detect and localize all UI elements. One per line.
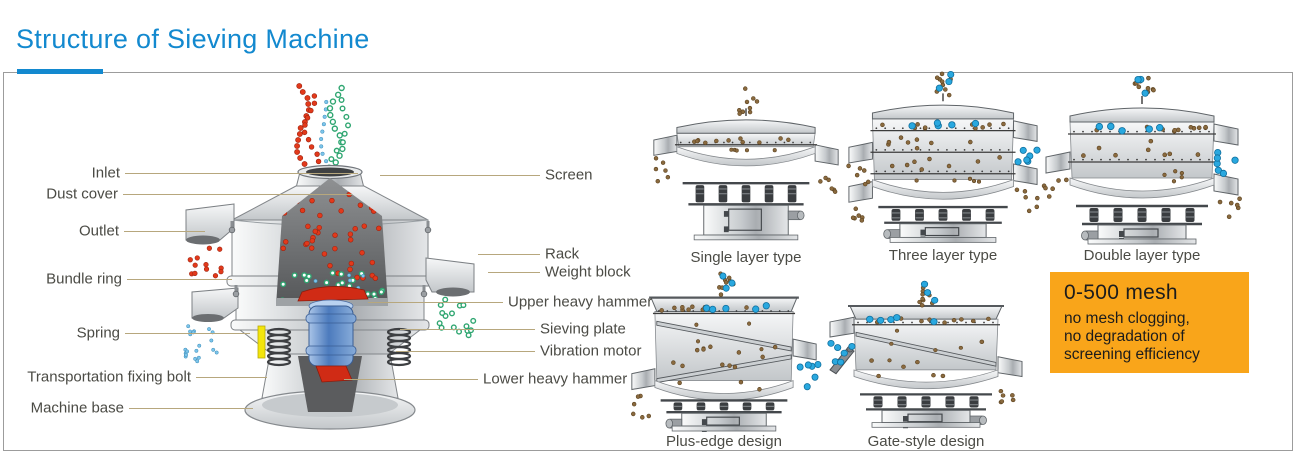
label-screen: Screen [545, 166, 593, 184]
label-dust-cover: Dust cover [46, 185, 118, 203]
caption-gate-style: Gate-style design [867, 433, 985, 450]
leader-vibration-motor [396, 351, 535, 352]
label-transportation-fixing-bolt: Transportation fixing bolt [27, 368, 191, 386]
caption-plus-edge: Plus-edge design [666, 433, 782, 450]
spring-right [386, 327, 412, 367]
leader-weight-block [488, 272, 540, 273]
leader-spring [125, 333, 250, 334]
label-vibration-motor: Vibration motor [540, 342, 642, 360]
gate-style-figure [827, 280, 1023, 429]
caption-three-layer: Three layer type [888, 247, 998, 264]
green-particles-falling [436, 296, 477, 339]
caption-double-layer: Double layer type [1083, 247, 1201, 264]
leader-bundle-ring [127, 279, 232, 280]
label-machine-base: Machine base [30, 399, 124, 417]
leader-rack [478, 254, 540, 255]
outlet-spout-left [185, 203, 235, 245]
spout-right [425, 257, 475, 297]
label-sieving-plate: Sieving plate [540, 320, 626, 338]
page-title: Structure of Sieving Machine [16, 24, 370, 54]
leader-machine-base [129, 408, 253, 409]
upper-heavy-hammer [297, 286, 369, 302]
label-upper-heavy-hammer: Upper heavy hammer [508, 293, 653, 311]
variant-double-layer: Double layer type [1041, 75, 1242, 264]
blue-particles-falling [183, 324, 219, 364]
lower-heavy-hammer [315, 365, 353, 383]
red-particles-falling [187, 245, 224, 279]
leader-screen [380, 175, 540, 176]
variant-plus-edge: Plus-edge design [628, 266, 822, 450]
single-layer-figure [653, 86, 839, 241]
plus-edge-figure [631, 271, 822, 432]
spring-left [266, 327, 292, 367]
variant-single-layer: Single layer type [650, 80, 842, 266]
label-spring: Spring [76, 324, 120, 342]
mesh-info-box: 0-500 mesh no mesh clogging, no degradat… [1050, 272, 1249, 373]
vibration-motor [305, 299, 357, 367]
mesh-range-headline: 0-500 mesh [1064, 281, 1178, 304]
info-line-2: no degradation of [1064, 328, 1185, 346]
three-layer-figure [846, 70, 1041, 243]
info-line-3: screening efficiency [1064, 346, 1200, 364]
bundle-ring-clamps [228, 221, 432, 298]
label-outlet: Outlet [78, 222, 119, 240]
spout-left-lower [191, 287, 239, 322]
leader-lower-heavy-hammer [344, 379, 478, 380]
label-lower-heavy-hammer: Lower heavy hammer [483, 370, 628, 388]
label-rack: Rack [545, 245, 580, 263]
main-machine-diagram [183, 83, 477, 430]
variant-gate-style: Gate-style design [826, 274, 1026, 450]
title-accent-bar [17, 69, 103, 74]
leader-transportation-fixing-bolt [196, 377, 267, 378]
leader-dust-cover [123, 194, 352, 195]
leader-inlet [125, 173, 358, 174]
double-layer-figure [1041, 75, 1242, 245]
label-weight-block: Weight block [545, 263, 631, 281]
transportation-fixing-bolt [257, 325, 266, 359]
leader-sieving-plate [400, 329, 535, 330]
label-inlet: Inlet [91, 164, 120, 182]
leader-outlet [124, 231, 205, 232]
caption-single-layer: Single layer type [690, 249, 802, 266]
info-line-1: no mesh clogging, [1064, 310, 1190, 327]
leader-upper-heavy-hammer [368, 302, 503, 303]
variant-three-layer: Three layer type [845, 70, 1041, 264]
label-bundle-ring: Bundle ring [46, 270, 122, 288]
inlet-particle-streams [294, 83, 352, 180]
